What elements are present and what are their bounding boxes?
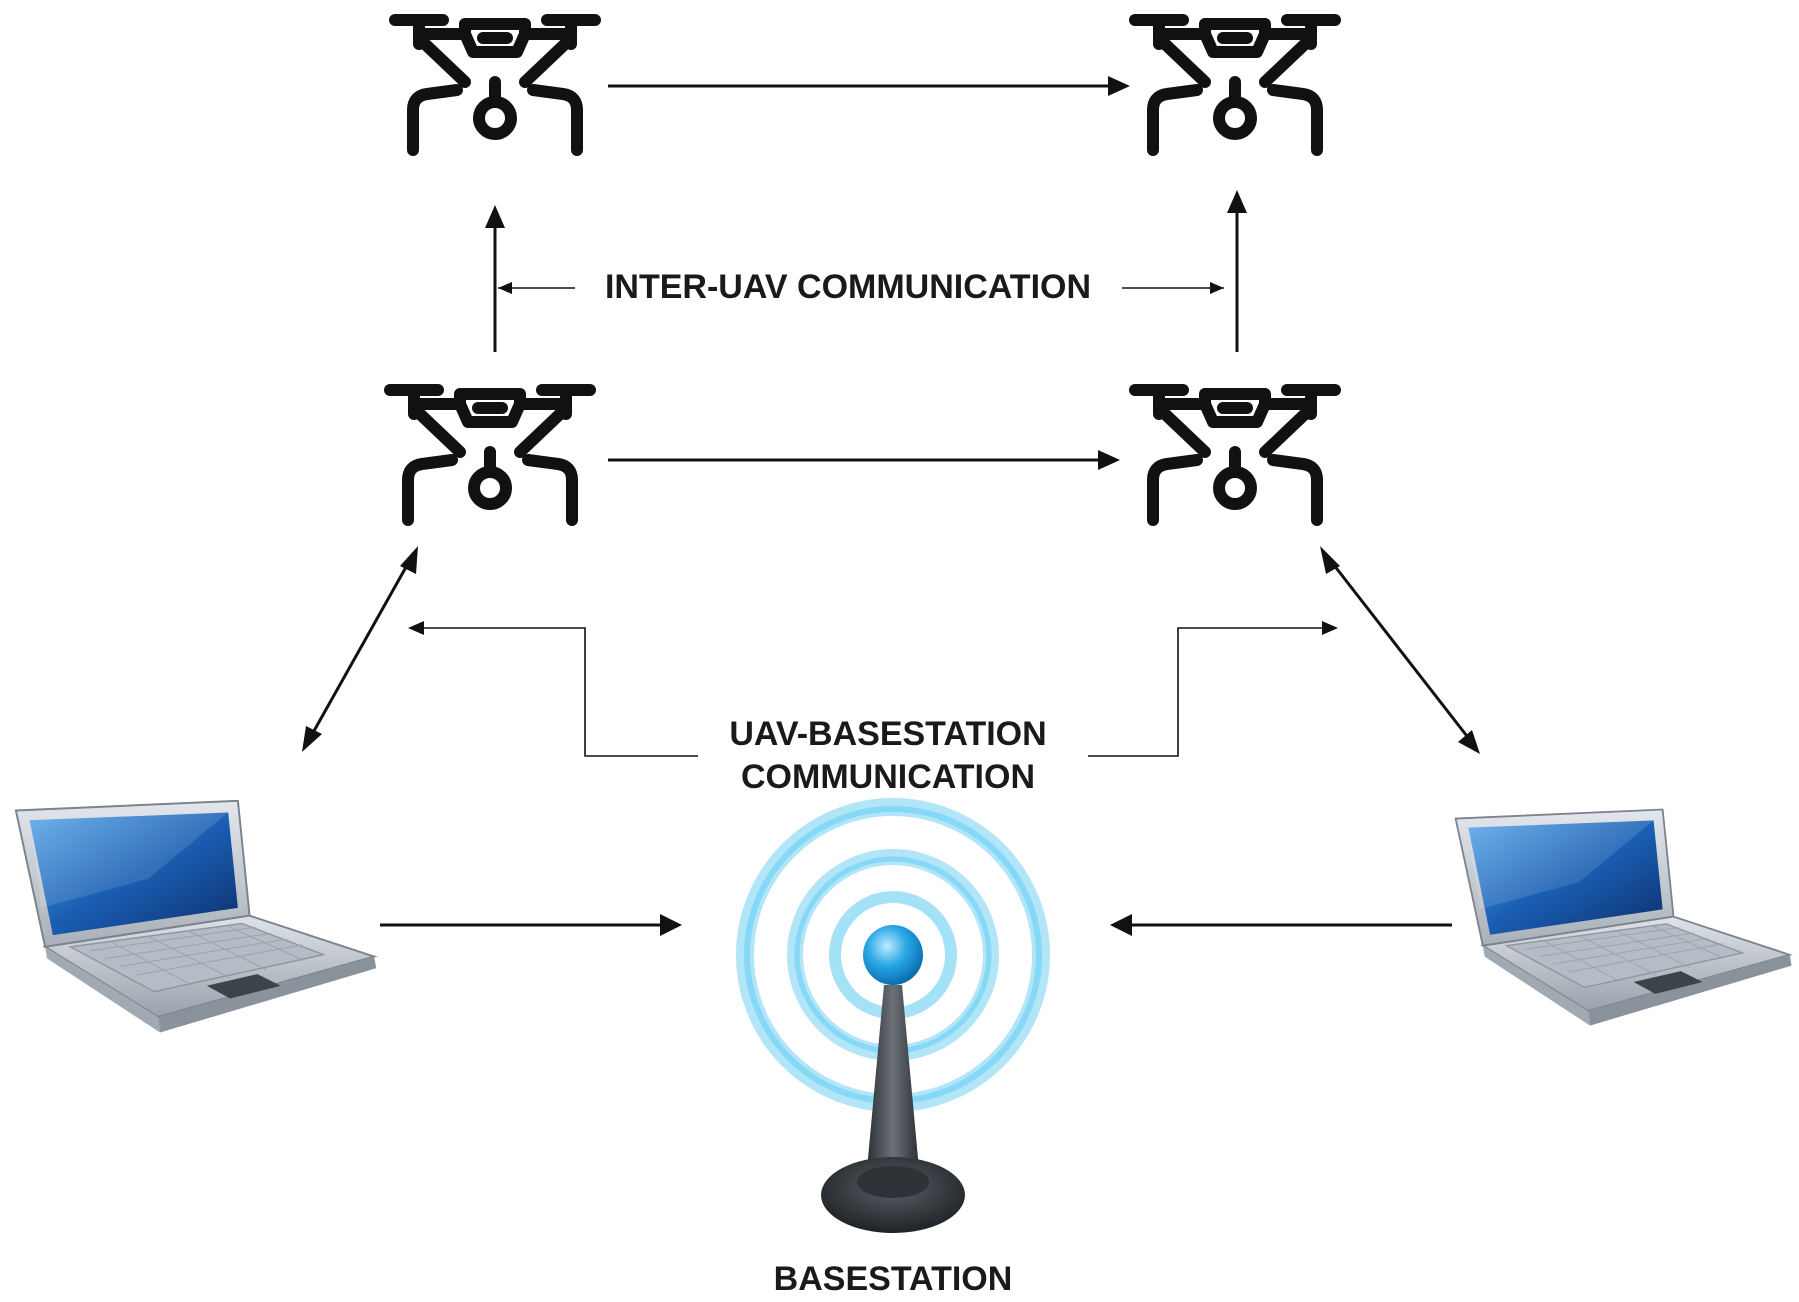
drone-icon bbox=[395, 20, 595, 150]
drone-icon bbox=[1135, 390, 1335, 520]
uav-basestation-label-line2: COMMUNICATION bbox=[741, 758, 1035, 796]
laptop-left bbox=[14, 800, 378, 1034]
drone-mid-right bbox=[1135, 390, 1335, 520]
laptop-icon bbox=[1454, 808, 1793, 1027]
connector-left-elbow bbox=[420, 627, 698, 757]
laptop-icon bbox=[14, 800, 378, 1034]
antenna-icon bbox=[736, 798, 1050, 1233]
drone-icon bbox=[1135, 20, 1335, 150]
basestation bbox=[736, 798, 1050, 1233]
laptop-right bbox=[1454, 808, 1793, 1027]
arrow-right-diagonal bbox=[1328, 559, 1472, 741]
drone-top-left bbox=[395, 20, 595, 150]
basestation-label: BASESTATION bbox=[774, 1260, 1013, 1298]
inter-uav-label: INTER-UAV COMMUNICATION bbox=[605, 268, 1091, 306]
arrow-left-diagonal bbox=[308, 559, 412, 739]
drone-mid-left bbox=[390, 390, 590, 520]
connector-right-elbow bbox=[1088, 627, 1325, 757]
drone-icon bbox=[390, 390, 590, 520]
drone-top-right bbox=[1135, 20, 1335, 150]
uav-basestation-label-line1: UAV-BASESTATION bbox=[729, 715, 1046, 753]
